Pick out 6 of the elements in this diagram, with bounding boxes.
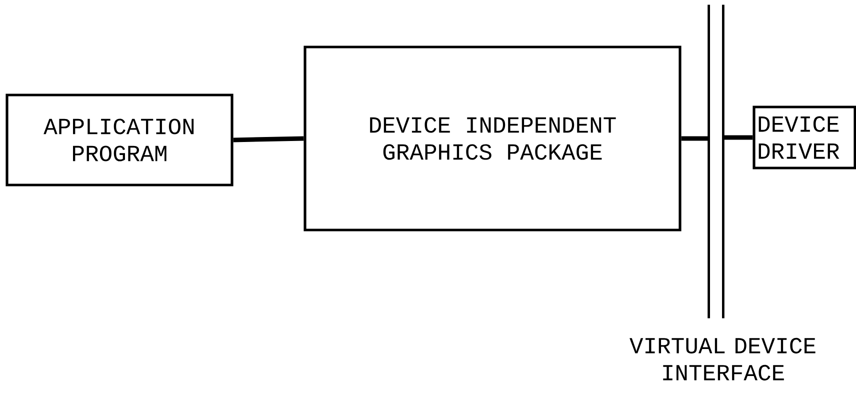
process-box: APPLICATION PROGRAM bbox=[6, 94, 234, 186]
process-box: DEVICE INDEPENDENT GRAPHICS PACKAGE bbox=[304, 46, 682, 232]
connector-line bbox=[233, 136, 304, 142]
connector-line bbox=[681, 136, 709, 141]
connector-line bbox=[723, 135, 753, 140]
process-box: DEVICE DRIVER bbox=[752, 106, 856, 170]
